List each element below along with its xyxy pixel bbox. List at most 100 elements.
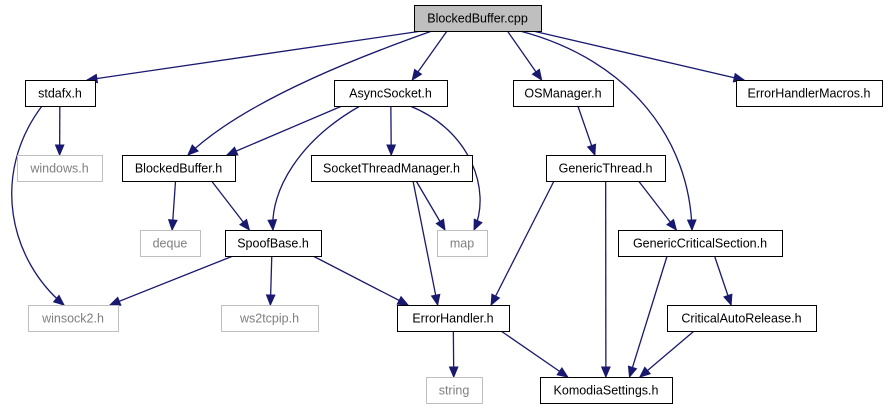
arrowhead bbox=[473, 218, 483, 232]
edge-genericthread_h-to-komodiasettings_h bbox=[600, 180, 611, 379]
edge-blockedbuffer_h-to-spoofbase_h bbox=[211, 180, 251, 232]
node-genericthread_h[interactable]: GenericThread.h bbox=[546, 155, 666, 182]
node-genericcriticalsection_h[interactable]: GenericCriticalSection.h bbox=[618, 230, 783, 257]
edge-asyncsocket_h-to-spoofbase_h bbox=[267, 105, 361, 232]
node-box bbox=[225, 230, 322, 257]
node-errorhandler_h[interactable]: ErrorHandler.h bbox=[397, 305, 510, 332]
edge-asyncsocket_h-to-blockedbuffer_h bbox=[225, 105, 343, 156]
node-label: deque bbox=[153, 237, 188, 251]
arrowhead bbox=[448, 366, 459, 379]
node-socketthreadmanager_h[interactable]: SocketThreadManager.h bbox=[311, 155, 473, 182]
node-box bbox=[311, 155, 473, 182]
node-osmanager_h[interactable]: OSManager.h bbox=[513, 80, 614, 107]
arrowhead bbox=[686, 219, 697, 232]
arrowhead bbox=[666, 218, 678, 232]
node-string[interactable]: string bbox=[426, 377, 483, 404]
edges-layer bbox=[11, 30, 746, 379]
edge-line bbox=[490, 180, 555, 306]
arrowhead bbox=[430, 293, 441, 307]
edge-spoofbase_h-to-errorhandler_h bbox=[312, 255, 410, 306]
edge-blockedbuffer_h-to-deque bbox=[167, 180, 178, 232]
arrowhead bbox=[586, 143, 597, 157]
node-box bbox=[513, 80, 614, 107]
node-label: AsyncSocket.h bbox=[349, 87, 432, 101]
node-windows_h[interactable]: windows.h bbox=[17, 155, 103, 182]
arrowhead bbox=[386, 144, 397, 157]
arrowhead bbox=[411, 68, 423, 82]
node-criticalautorelease_h[interactable]: CriticalAutoRelease.h bbox=[667, 305, 817, 332]
node-label: SocketThreadManager.h bbox=[323, 162, 460, 176]
arrowhead bbox=[225, 146, 239, 156]
node-box bbox=[140, 230, 201, 257]
edge-line bbox=[312, 255, 409, 306]
edge-line bbox=[187, 30, 433, 156]
node-errorhandlermacros_h[interactable]: ErrorHandlerMacros.h bbox=[736, 80, 883, 107]
node-ws2tcpip_h[interactable]: ws2tcpip.h bbox=[221, 305, 319, 332]
node-label: windows.h bbox=[29, 162, 88, 176]
node-spoofbase_h[interactable]: SpoofBase.h bbox=[225, 230, 322, 257]
edge-genericcriticalsection_h-to-komodiasettings_h bbox=[627, 255, 668, 379]
arrowhead bbox=[600, 366, 611, 379]
edge-line bbox=[86, 30, 423, 81]
node-asyncsocket_h[interactable]: AsyncSocket.h bbox=[334, 80, 448, 107]
node-label: GenericThread.h bbox=[559, 162, 653, 176]
node-label: CriticalAutoRelease.h bbox=[681, 312, 801, 326]
node-blockedbuffer_cpp[interactable]: BlockedBuffer.cpp bbox=[414, 5, 542, 32]
arrowhead bbox=[490, 293, 501, 307]
node-box bbox=[437, 230, 488, 257]
edge-line bbox=[11, 105, 65, 306]
node-label: string bbox=[439, 384, 470, 398]
arrowhead bbox=[52, 294, 65, 306]
edge-line bbox=[412, 180, 439, 306]
edge-socketthreadmanager_h-to-errorhandler_h bbox=[412, 180, 441, 307]
node-box bbox=[28, 305, 119, 332]
arrowhead bbox=[638, 366, 652, 378]
arrowhead bbox=[54, 144, 65, 157]
node-deque[interactable]: deque bbox=[140, 230, 201, 257]
edge-osmanager_h-to-genericthread_h bbox=[577, 105, 597, 157]
node-box bbox=[414, 5, 542, 32]
edge-genericthread_h-to-errorhandler_h bbox=[490, 180, 555, 307]
edge-blockedbuffer_cpp-to-stdafx_h bbox=[85, 30, 423, 84]
edge-stdafx_h-to-windows_h bbox=[54, 105, 65, 157]
edge-line bbox=[272, 105, 361, 231]
node-blockedbuffer_h[interactable]: BlockedBuffer.h bbox=[122, 155, 236, 182]
edge-blockedbuffer_cpp-to-asyncsocket_h bbox=[411, 30, 448, 82]
edge-blockedbuffer_cpp-to-blockedbuffer_h bbox=[187, 30, 433, 156]
node-label: stdafx.h bbox=[38, 87, 82, 101]
node-box bbox=[397, 305, 510, 332]
node-box bbox=[540, 377, 673, 404]
edge-socketthreadmanager_h-to-map bbox=[415, 180, 446, 232]
edge-asyncsocket_h-to-socketthreadmanager_h bbox=[386, 105, 397, 157]
edge-spoofbase_h-to-ws2tcpip_h bbox=[265, 255, 276, 307]
node-box bbox=[546, 155, 666, 182]
node-box bbox=[618, 230, 783, 257]
node-box bbox=[334, 80, 448, 107]
edge-line bbox=[639, 330, 695, 378]
edge-blockedbuffer_cpp-to-errorhandlermacros_h bbox=[532, 30, 746, 83]
node-box bbox=[426, 377, 483, 404]
node-stdafx_h[interactable]: stdafx.h bbox=[25, 80, 96, 107]
node-komodiasettings_h[interactable]: KomodiaSettings.h bbox=[540, 377, 673, 404]
node-label: ErrorHandler.h bbox=[412, 312, 493, 326]
edge-blockedbuffer_cpp-to-osmanager_h bbox=[506, 30, 543, 82]
arrowhead bbox=[167, 219, 178, 232]
edge-genericcriticalsection_h-to-criticalautorelease_h bbox=[713, 255, 733, 307]
edge-stdafx_h-to-winsock2_h bbox=[11, 105, 65, 306]
arrowhead bbox=[531, 68, 543, 82]
node-label: KomodiaSettings.h bbox=[554, 384, 659, 398]
edge-spoofbase_h-to-winsock2_h bbox=[108, 255, 234, 306]
arrowhead bbox=[265, 294, 276, 307]
node-label: map bbox=[450, 237, 474, 251]
edge-errorhandler_h-to-komodiasettings_h bbox=[500, 330, 569, 378]
edge-line bbox=[628, 255, 668, 378]
arrowhead bbox=[187, 144, 199, 156]
node-map[interactable]: map bbox=[437, 230, 488, 257]
node-box bbox=[122, 155, 236, 182]
arrowhead bbox=[108, 296, 122, 306]
node-label: BlockedBuffer.h bbox=[135, 162, 222, 176]
arrowhead bbox=[723, 293, 733, 307]
node-box bbox=[736, 80, 883, 107]
edge-line bbox=[500, 330, 569, 378]
node-winsock2_h[interactable]: winsock2.h bbox=[28, 305, 119, 332]
